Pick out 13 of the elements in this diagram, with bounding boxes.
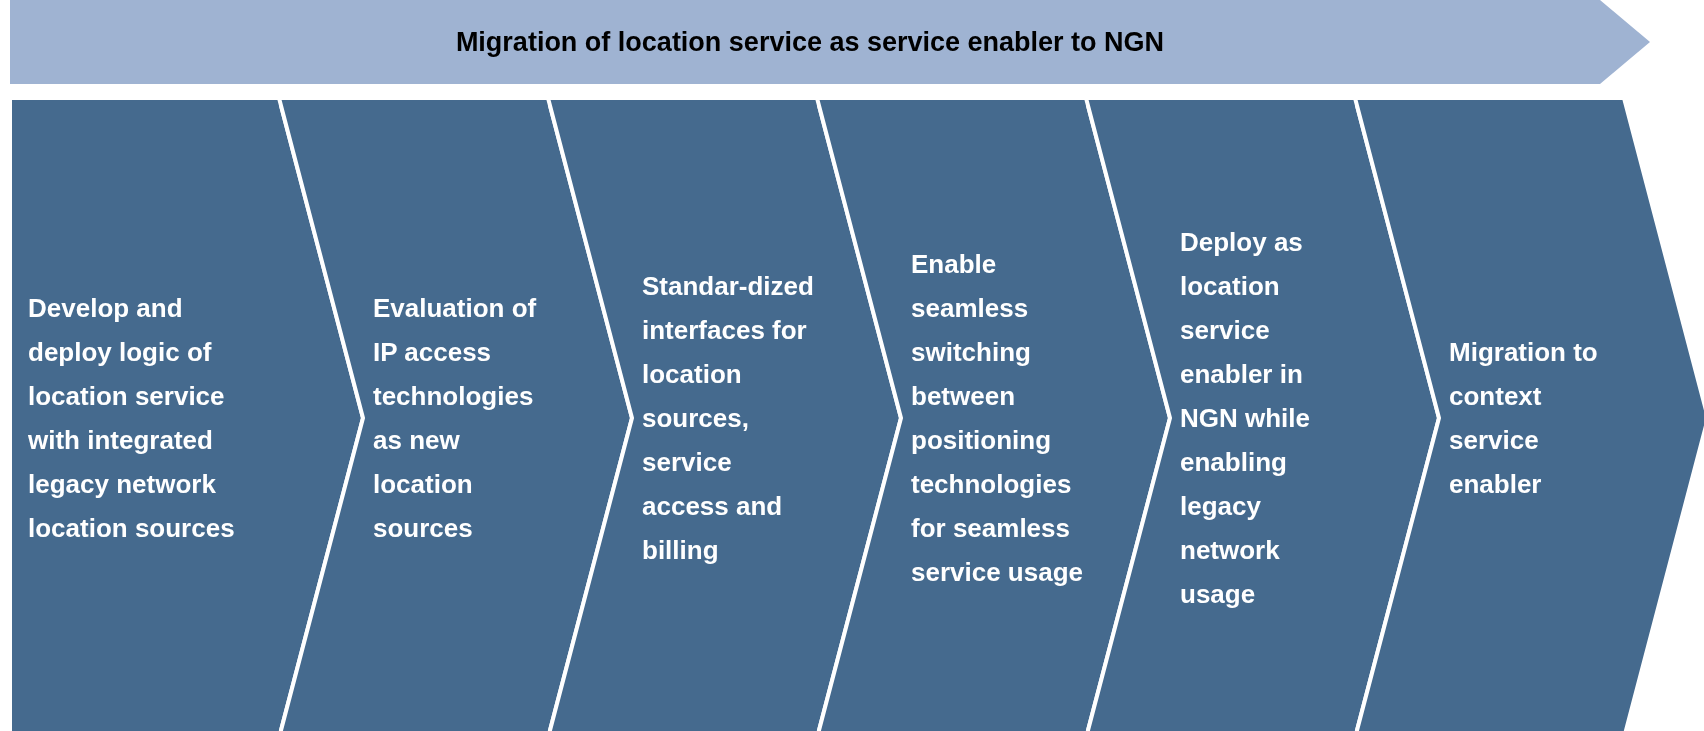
step-text: Evaluation of IP access technologies as new location sources [373, 292, 538, 545]
step-text: Enable seamless switching between positioning technologies for seamless service usage [911, 248, 1084, 589]
process-step [548, 98, 901, 731]
process-step [1355, 98, 1704, 731]
banner-title: Migration of location service as service enabler to NGN [454, 25, 1166, 59]
step-text: Migration to context service enabler [1449, 336, 1599, 501]
process-step [10, 98, 363, 731]
process-step [279, 98, 632, 731]
step-text: Deploy as location service enabler in NGN while enabling legacy network usage [1180, 226, 1311, 611]
process-step [1086, 98, 1439, 731]
step-text: Standar-dized interfaces for location sources, service access and billing [642, 270, 815, 567]
step-text: Develop and deploy logic of location service with integrated legacy network location sources [28, 292, 236, 545]
process-step [817, 98, 1170, 731]
